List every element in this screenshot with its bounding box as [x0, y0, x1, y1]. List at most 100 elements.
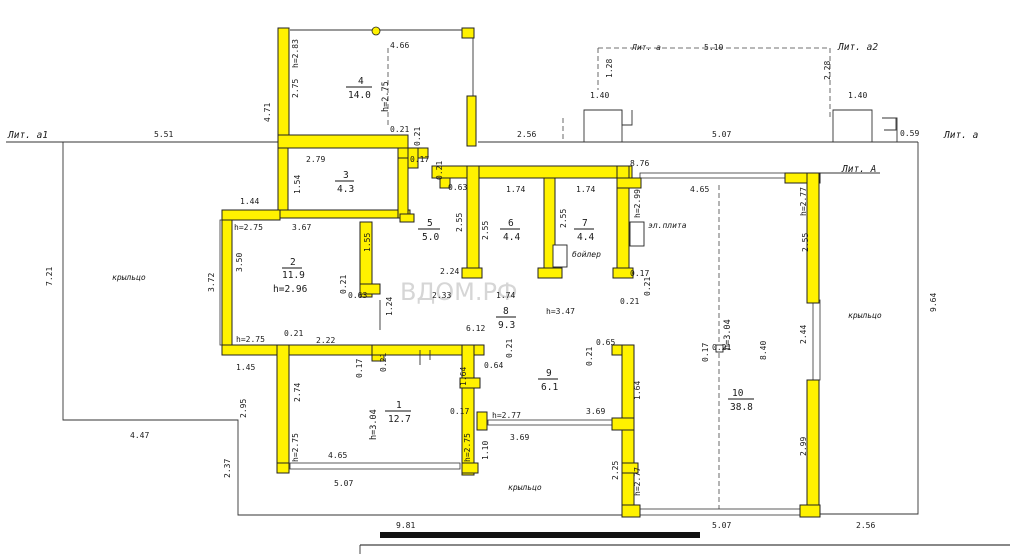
- dim-mid-233: 2.33: [432, 291, 451, 300]
- dim-bot-256: 2.56: [856, 521, 875, 530]
- room-4-area: 14.0: [348, 90, 371, 101]
- dim-r9-021b: 0.21: [585, 347, 594, 366]
- room-8-area: 9.3: [498, 320, 515, 331]
- room-2-number: 2: [290, 257, 296, 268]
- dim-r8-017: 0.17: [630, 269, 649, 278]
- room-3-number: 3: [343, 170, 349, 181]
- room-labels: 4 14.0 3 4.3 5 5.0 6 4.4 7 4.4 2 11.9 h=…: [273, 76, 753, 425]
- dim-r9-225: 2.25: [611, 461, 620, 480]
- dim-r5-255: 2.55: [455, 213, 464, 232]
- dim-r10-299: 2.99: [799, 437, 808, 456]
- dim-mid-224: 2.24: [440, 267, 459, 276]
- dim-top-510: 5.10: [704, 43, 723, 52]
- dim-left-237: 2.37: [223, 459, 232, 478]
- dim-top-128: 1.28: [605, 59, 614, 78]
- dim-r2-063: 0.63: [348, 291, 367, 300]
- dim-r3-154: 1.54: [293, 175, 302, 194]
- dim-r1-295: 2.95: [239, 399, 248, 418]
- pipe-symbol: [371, 26, 381, 36]
- dim-mid-612: 6.12: [466, 324, 485, 333]
- dim-r3-017: 0.17: [410, 155, 429, 164]
- dim-bot-507a: 5.07: [334, 479, 353, 488]
- dim-bot-981: 9.81: [396, 521, 415, 530]
- room-9-number: 9: [546, 368, 552, 379]
- dim-r2-155: 1.55: [363, 233, 372, 252]
- dim-r6-174: 1.74: [506, 185, 525, 194]
- room-1-height: h=3.04: [369, 409, 379, 440]
- dim-bot-507b: 5.07: [712, 521, 731, 530]
- room-5-number: 5: [427, 218, 433, 229]
- dim-left-372: 3.72: [207, 273, 216, 292]
- porch-bottom-label: крыльцо: [508, 483, 542, 492]
- dim-r9-065: 0.65: [596, 338, 615, 347]
- dim-r1-274: 2.74: [293, 383, 302, 402]
- room-heights-vertical: h=2.75 h=3.04 h=3.04: [369, 81, 733, 440]
- dim-r7-174: 1.74: [576, 185, 595, 194]
- dim-r10-255: 2.55: [801, 233, 810, 252]
- room-3-area: 4.3: [337, 184, 354, 195]
- dim-r10-017: 0.17: [701, 343, 710, 362]
- boiler-symbol: [552, 244, 568, 268]
- dim-r9-064: 0.64: [484, 361, 503, 370]
- dim-left-145: 1.45: [236, 363, 255, 372]
- dim-top-228: 2.28: [823, 61, 832, 80]
- height-r7: h=2.99: [633, 189, 642, 218]
- dim-r8-021b: 0.21: [620, 297, 639, 306]
- porch-labels: крыльцо крыльцо крыльцо: [112, 273, 882, 492]
- dim-right-059: 0.59: [900, 129, 919, 138]
- dim-r1-164: 1.64: [459, 367, 468, 386]
- column-symbol: [715, 344, 724, 353]
- dim-r3-021a: 0.21: [390, 125, 409, 134]
- dim-r9-021: 0.21: [505, 339, 514, 358]
- dim-144: 1.44: [240, 197, 259, 206]
- boiler-label: бойлер: [572, 249, 601, 259]
- room-4-height: h=2.75: [381, 81, 391, 112]
- room-2-height: h=2.96: [273, 284, 308, 295]
- dim-876: 8.76: [630, 159, 649, 168]
- height-r2-bottom: h=2.75: [236, 335, 265, 344]
- dim-r9-369b: 3.69: [510, 433, 529, 442]
- dim-r9-164: 1.64: [633, 381, 642, 400]
- dim-mid-507: 5.07: [712, 130, 731, 139]
- dim-r9-369a: 3.69: [586, 407, 605, 416]
- stove-symbol: [629, 221, 645, 247]
- dim-465: 4.65: [690, 185, 709, 194]
- dim-r10-021: 0.21: [712, 343, 731, 352]
- dim-r3-279: 2.79: [306, 155, 325, 164]
- dim-outer-471: 4.71: [263, 103, 272, 122]
- porch-left-label: крыльцо: [112, 273, 146, 282]
- height-r10-left: h=2.77: [633, 467, 642, 496]
- room-1-area: 12.7: [388, 414, 411, 425]
- room-6-number: 6: [508, 218, 514, 229]
- height-r1-left: h=2.75: [291, 433, 300, 462]
- room-10-number: 10: [732, 388, 744, 399]
- dim-r2-b021: 0.21: [284, 329, 303, 338]
- dim-r1-017: 0.17: [355, 359, 364, 378]
- height-r4-top: h=2.83: [291, 39, 300, 68]
- dim-mid-256: 2.56: [517, 130, 536, 139]
- room-2-area: 11.9: [282, 270, 305, 281]
- dim-r2-367: 3.67: [292, 223, 311, 232]
- dim-r1-110: 1.10: [481, 441, 490, 460]
- room-7-area: 4.4: [577, 232, 594, 243]
- dim-r3-021b: 0.21: [413, 127, 422, 146]
- lit-top-label: Лит. а: [631, 43, 661, 52]
- room-6-area: 4.4: [503, 232, 520, 243]
- room-9-area: 6.1: [541, 382, 558, 393]
- dim-a1-551: 5.51: [154, 130, 173, 139]
- dim-r1-017b: 0.17: [450, 407, 469, 416]
- room-10-height: h=3.04: [723, 319, 733, 350]
- room-1-number: 1: [396, 400, 402, 411]
- height-r9: h=2.77: [492, 411, 521, 420]
- room-4-number: 4: [358, 76, 364, 87]
- lit-A-label: Лит. A: [841, 164, 876, 175]
- dim-r2-350: 3.50: [235, 253, 244, 272]
- dim-mid-174b: 1.74: [496, 291, 515, 300]
- room-7-number: 7: [582, 218, 588, 229]
- height-labels: h=2.83 h=2.75 h=2.75 h=2.75 h=2.75 h=2.9…: [234, 39, 808, 496]
- dim-top-140b: 1.40: [848, 91, 867, 100]
- room-8-number: 8: [503, 306, 509, 317]
- room-5-area: 5.0: [422, 232, 439, 243]
- room-number-underlines: [282, 86, 754, 412]
